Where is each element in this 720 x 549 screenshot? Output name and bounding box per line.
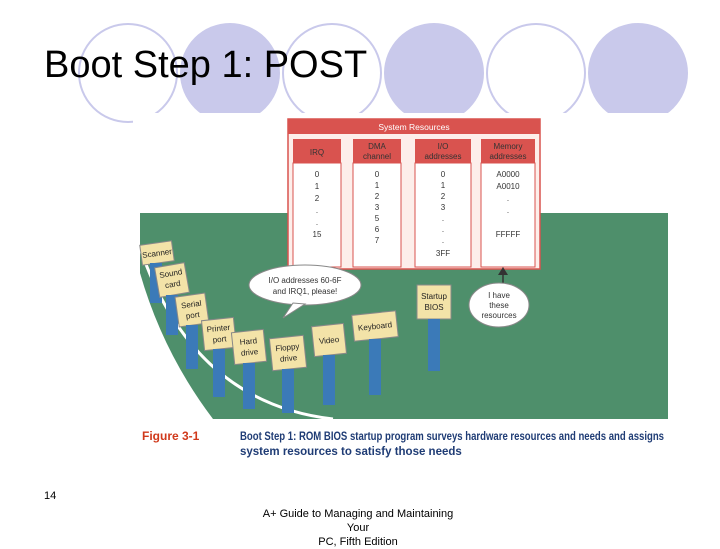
irq-val: 2 [315, 194, 320, 203]
caption-line2: system resources to satisfy those needs [240, 446, 462, 458]
bios-label-line1: Startup [421, 292, 447, 301]
speech-bubble-resources: I have these resources [468, 282, 530, 328]
device-label: Scanner [142, 247, 173, 260]
bubble-resources-line1: I have [488, 291, 510, 300]
device-hard-drive: Hard drive [230, 328, 268, 409]
system-resources-panel: System Resources IRQ 0 1 2 . . 15 DMA ch… [287, 118, 541, 270]
device-label: Hard [239, 336, 257, 347]
deco-circle-2 [180, 23, 280, 123]
speech-bubble-request: I/O addresses 60-6F and IRQ1, please! [248, 264, 362, 319]
dma-val: 6 [375, 225, 380, 234]
device-scanner: Scanner [139, 240, 175, 303]
dma-val: 5 [375, 214, 380, 223]
device-label: drive [240, 347, 259, 358]
device-label: card [164, 279, 181, 291]
device-label: Keyboard [358, 320, 393, 333]
col-dma-head2: channel [363, 152, 391, 161]
irq-val: . [316, 206, 318, 215]
device-label: Sound [159, 267, 183, 280]
device-label: Video [318, 335, 340, 346]
deco-circle-4 [384, 23, 484, 123]
io-val: . [442, 225, 444, 234]
bios-label-line2: BIOS [424, 303, 443, 312]
io-val: 1 [441, 181, 446, 190]
caption-line1-text: Boot Step 1: ROM BIOS startup program su… [240, 431, 664, 443]
device-printer-port: Printer port [200, 316, 238, 397]
col-io-head2: addresses [425, 152, 462, 161]
irq-val: 1 [315, 182, 320, 191]
col-io-head1: I/O [438, 142, 449, 151]
bubble-resources-line2: these [489, 301, 509, 310]
device-serial-port: Serial port [174, 292, 210, 369]
device-label: drive [279, 353, 298, 364]
mem-val: A0000 [496, 170, 520, 179]
dma-val: 1 [375, 181, 380, 190]
mem-val: A0010 [496, 182, 520, 191]
io-val: 2 [441, 192, 446, 201]
io-val: . [442, 214, 444, 223]
footer: A+ Guide to Managing and Maintaining You… [252, 507, 464, 549]
device-label: Floppy [275, 342, 300, 353]
column-irq: IRQ 0 1 2 . . 15 [292, 139, 342, 268]
column-memory: Memory addresses A0000 A0010 . . FFFFF [480, 139, 536, 268]
figure-3-1: System Resources IRQ 0 1 2 . . 15 DMA ch… [133, 113, 668, 465]
deco-circle-1 [78, 23, 178, 123]
slide-number: 14 [44, 490, 57, 502]
io-val: 3 [441, 203, 446, 212]
arrow-head [498, 267, 508, 275]
io-val: 0 [441, 170, 446, 179]
dma-val: 2 [375, 192, 380, 201]
boot-diagram: System Resources IRQ 0 1 2 . . 15 DMA ch… [138, 118, 668, 458]
column-io: I/O addresses 0 1 2 3 . . . 3FF [414, 139, 472, 268]
bubble-request-line1: I/O addresses 60-6F [269, 276, 342, 285]
irq-val: 15 [313, 230, 322, 239]
dma-val: 7 [375, 236, 380, 245]
deco-circle-6 [588, 23, 688, 123]
slide-title: Boot Step 1: POST [44, 44, 368, 86]
irq-val: . [316, 218, 318, 227]
deco-circle-5 [486, 23, 586, 123]
dma-val: 0 [375, 170, 380, 179]
bubble-resources-line3: resources [481, 311, 516, 320]
bubble-request-line2: and IRQ1, please! [273, 287, 337, 296]
col-mem-head1: Memory [494, 142, 523, 151]
col-mem-head2: addresses [490, 152, 527, 161]
column-dma: DMA channel 0 1 2 3 5 6 7 [352, 139, 402, 268]
device-video: Video [310, 322, 348, 405]
col-irq-head: IRQ [310, 148, 324, 157]
footer-line1: A+ Guide to Managing and Maintaining You… [262, 508, 454, 534]
dma-val: 3 [375, 203, 380, 212]
irq-val: 0 [315, 170, 320, 179]
footer-line2: PC, Fifth Edition [318, 536, 398, 548]
device-label: port [212, 334, 227, 344]
device-label: Serial [180, 299, 202, 311]
figure-label: Figure 3-1 [142, 429, 200, 443]
device-label: Printer [206, 323, 231, 334]
resources-title: System Resources [378, 122, 449, 132]
device-keyboard: Keyboard [351, 310, 399, 395]
mem-val: . [507, 206, 509, 215]
io-val: . [442, 236, 444, 245]
device-sound-card: Sound card [154, 262, 190, 335]
mem-val: . [507, 194, 509, 203]
io-val: 3FF [436, 249, 450, 258]
device-floppy-drive: Floppy drive [268, 334, 308, 413]
mem-val: FFFFF [496, 230, 521, 239]
col-dma-head1: DMA [368, 142, 386, 151]
startup-bios-figure: Startup BIOS [416, 284, 452, 371]
device-label: port [185, 310, 201, 321]
